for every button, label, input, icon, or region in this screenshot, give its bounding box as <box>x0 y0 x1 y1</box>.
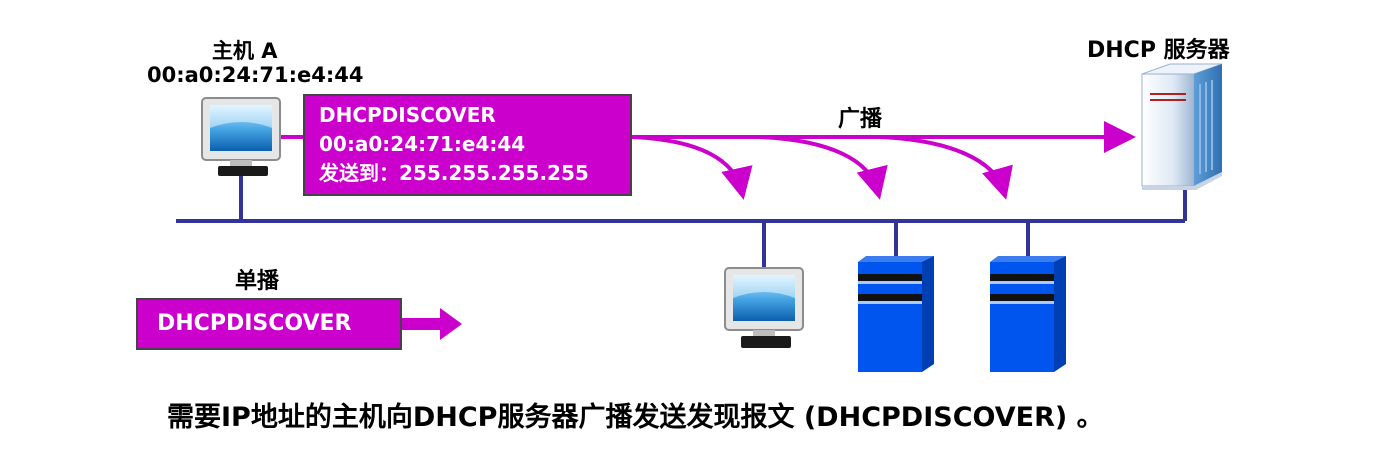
unicast-label: 单播 <box>235 269 280 294</box>
message-type: DHCPDISCOVER <box>319 103 496 127</box>
message-mac: 00:a0:24:71:e4:44 <box>319 132 526 156</box>
caption: 需要IP地址的主机向DHCP服务器广播发送发现报文 (DHCPDISCOVER)… <box>167 402 1104 433</box>
rack-server-icon <box>990 256 1066 372</box>
monitor-icon <box>201 97 281 176</box>
unicast-arrow-head <box>440 308 462 340</box>
dhcp-server-name: DHCP 服务器 <box>1087 38 1230 63</box>
broadcast-curve-2 <box>759 135 888 200</box>
unicast-arrow-shaft <box>402 318 442 330</box>
message-destination: 发送到：255.255.255.255 <box>319 161 589 185</box>
unicast-message-box: DHCPDISCOVER <box>136 298 402 350</box>
tower-server-icon <box>1141 63 1223 190</box>
monitor-icon <box>724 267 804 348</box>
broadcast-label: 广播 <box>838 107 883 132</box>
rack-server-icon <box>858 256 934 372</box>
host-a-mac: 00:a0:24:71:e4:44 <box>147 63 364 87</box>
host-a-name: 主机 A <box>212 39 278 63</box>
broadcast-curve-3 <box>879 135 1013 200</box>
broadcast-message-box: DHCPDISCOVER 00:a0:24:71:e4:44 发送到：255.2… <box>303 94 632 196</box>
broadcast-curve-1 <box>631 135 753 200</box>
